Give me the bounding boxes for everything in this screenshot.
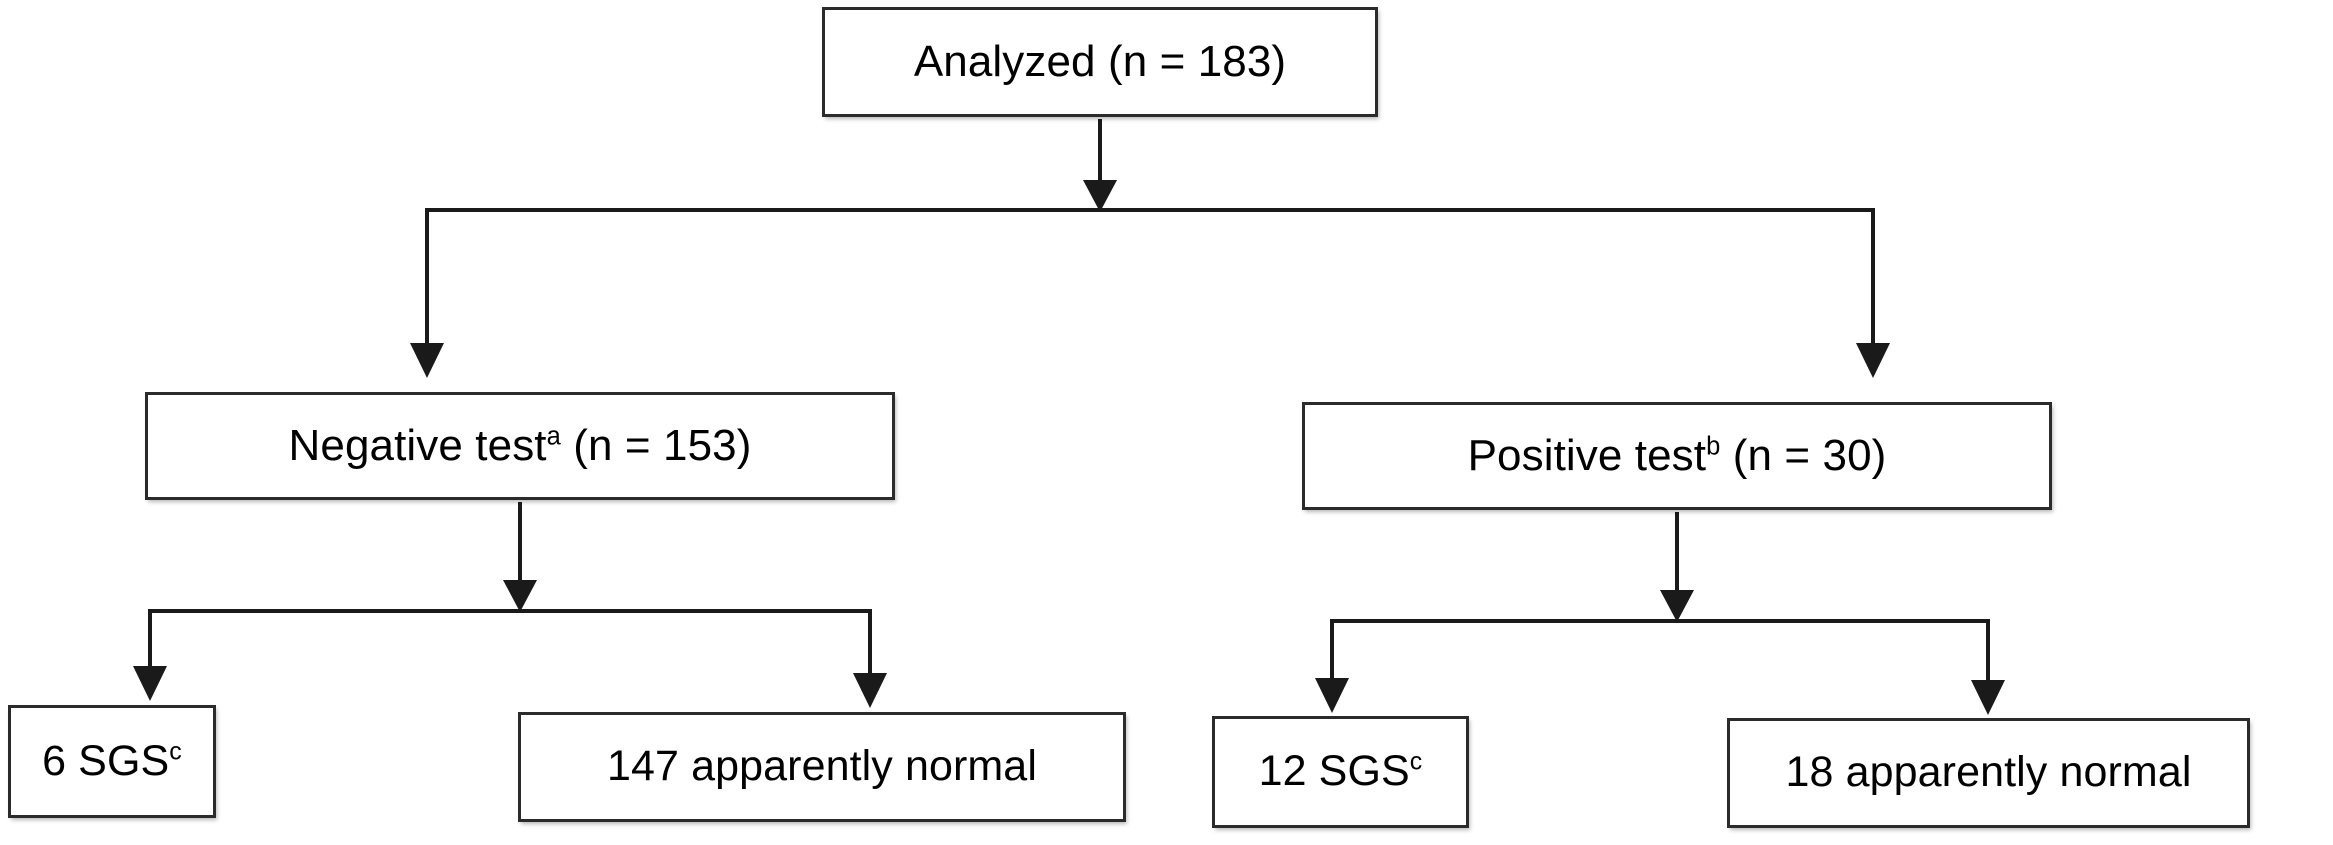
- arrowhead-to-negative-sgs: [133, 666, 167, 701]
- node-negative-test-label: Negative testa (n = 153): [288, 420, 752, 470]
- node-positive-sgs-label: 12 SGSc: [1259, 749, 1423, 794]
- node-positive-sgs-superscript: c: [1409, 748, 1423, 777]
- edge-positive-split: [1315, 512, 2005, 715]
- node-negative-sgs-text-before: 6 SGS: [42, 736, 170, 785]
- node-negative-sgs-label: 6 SGSc: [42, 736, 182, 785]
- node-positive-test[interactable]: Positive testb (n = 30): [1302, 402, 2052, 510]
- arrowhead-to-positive-sgs: [1315, 678, 1349, 713]
- edge-negative-split: [133, 502, 887, 708]
- arrowhead-to-positive-normal: [1971, 680, 2005, 715]
- node-negative-test-text-after: (n = 153): [560, 420, 752, 470]
- node-positive-test-text-before: Positive test: [1467, 430, 1707, 480]
- node-positive-sgs[interactable]: 12 SGSc: [1212, 716, 1469, 828]
- arrowhead-to-negative-test: [410, 343, 444, 378]
- node-positive-sgs-text-before: 12 SGS: [1258, 747, 1410, 796]
- node-analyzed-label: Analyzed (n = 183): [913, 36, 1287, 86]
- edge-analyzed-split: [410, 119, 1890, 378]
- node-negative-test[interactable]: Negative testa (n = 153): [145, 392, 895, 500]
- node-analyzed[interactable]: Analyzed (n = 183): [822, 7, 1378, 117]
- node-positive-test-superscript: b: [1706, 432, 1721, 461]
- node-positive-apparently-normal[interactable]: 18 apparently normal: [1727, 718, 2250, 828]
- node-positive-apparently-normal-label: 18 apparently normal: [1785, 748, 2192, 797]
- arrowhead-positive-stem: [1660, 590, 1694, 622]
- arrowhead-root-stem: [1083, 180, 1117, 212]
- arrowhead-negative-stem: [503, 580, 537, 612]
- arrowhead-to-positive-test: [1856, 343, 1890, 378]
- arrowhead-to-negative-normal: [853, 673, 887, 708]
- node-negative-sgs[interactable]: 6 SGSc: [8, 705, 216, 818]
- node-negative-sgs-superscript: c: [169, 737, 182, 766]
- node-negative-apparently-normal[interactable]: 147 apparently normal: [518, 712, 1126, 822]
- node-negative-apparently-normal-label: 147 apparently normal: [607, 742, 1037, 791]
- node-negative-test-superscript: a: [546, 422, 561, 451]
- node-positive-test-label: Positive testb (n = 30): [1467, 430, 1887, 480]
- node-positive-test-text-after: (n = 30): [1720, 430, 1887, 480]
- node-negative-test-text-before: Negative test: [288, 420, 547, 470]
